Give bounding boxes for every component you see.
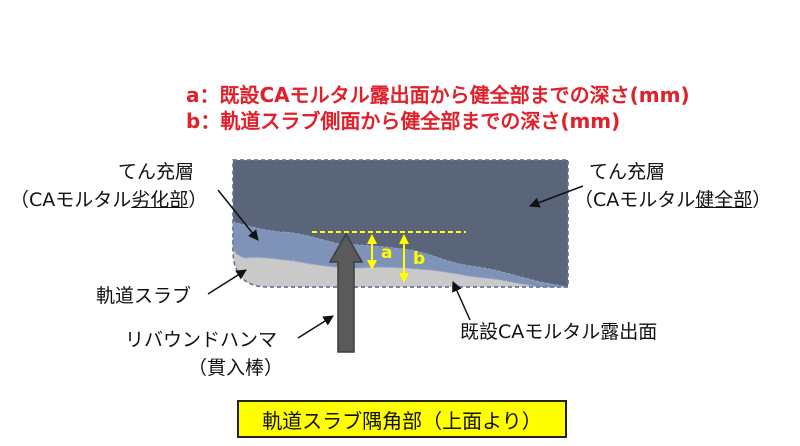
pointer-hammer xyxy=(297,315,334,339)
label-b: b xyxy=(413,249,426,269)
label-rebound-hammer: リバウンドハンマ xyxy=(125,329,278,351)
legend-a: a：既設CAモルタル露出面から健全部までの深さ(mm) xyxy=(186,83,690,107)
label-healthy-desc: （CAモルタル健全部） xyxy=(574,189,772,211)
label-a: a xyxy=(381,243,393,263)
label-degraded-title: てん充層 xyxy=(118,161,195,183)
pointer-healthy xyxy=(529,185,584,208)
caption: 軌道スラブ隅角部（上面より） xyxy=(237,400,567,438)
label-penetration-rod: （貫入棒） xyxy=(188,357,284,379)
label-track-slab: 軌道スラブ xyxy=(96,285,192,307)
label-degraded-desc: （CAモルタル劣化部） xyxy=(10,189,208,211)
label-healthy-title: てん充層 xyxy=(589,161,666,183)
healthy-mortar-region xyxy=(233,160,568,287)
penetration-rod xyxy=(328,232,364,353)
pointer-exposed xyxy=(452,281,471,321)
legend-b: b：軌道スラブ側面から健全部までの深さ(mm) xyxy=(186,109,621,133)
label-exposed-surface: 既設CAモルタル露出面 xyxy=(460,321,658,343)
pointer-slab xyxy=(207,269,247,295)
pointer-degraded xyxy=(217,189,259,241)
